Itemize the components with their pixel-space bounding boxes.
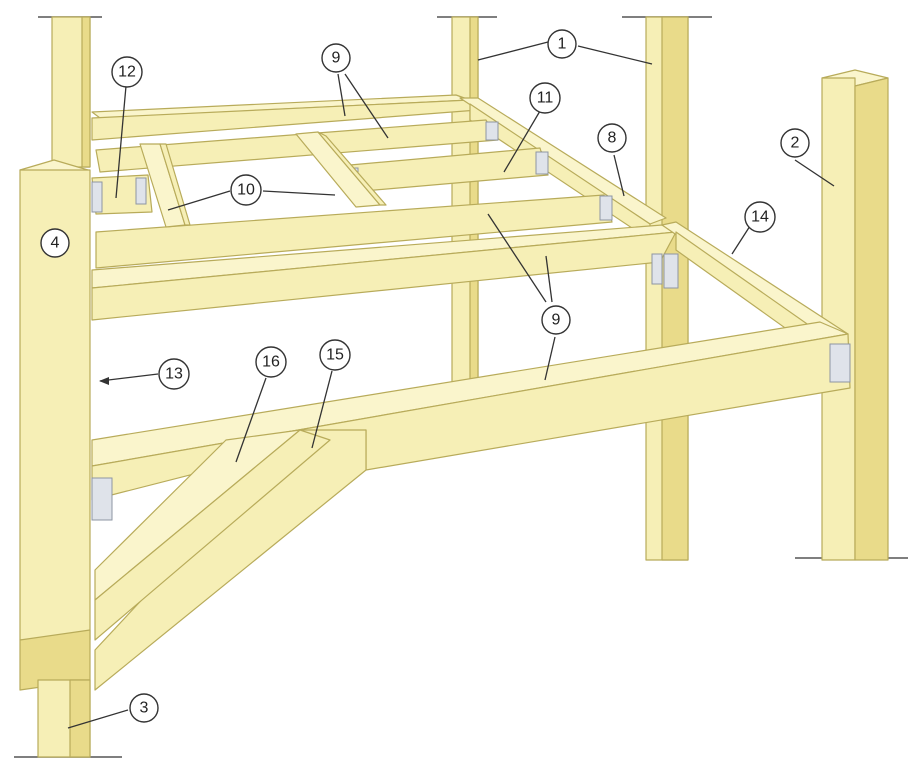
callout-11: 11 [529,82,561,114]
joist-12 [91,174,153,215]
svg-text:15: 15 [326,347,344,364]
joist-11 [349,147,549,193]
svg-text:9: 9 [332,50,341,67]
callout-15: 15 [319,339,351,371]
front-right-post [821,69,889,561]
callout-9-top: 9 [321,43,351,73]
joist-9-inner [95,119,499,173]
callout-10: 10 [230,174,262,206]
callout-14: 14 [744,201,776,233]
svg-text:3: 3 [140,700,149,717]
callout-9-bottom: 9 [541,305,571,335]
leader-lines [67,41,835,729]
svg-text:2: 2 [791,135,800,152]
callout-3: 3 [129,693,159,723]
svg-text:1: 1 [558,36,567,53]
svg-text:16: 16 [262,354,280,371]
lower-left-post [37,679,91,758]
back-post-center [451,16,479,383]
svg-text:14: 14 [751,209,769,226]
svg-text:13: 13 [165,366,183,383]
callout-1: 1 [547,29,577,59]
brace-16 [94,429,331,641]
callout-12: 12 [111,56,143,88]
joist-10-left [139,143,191,228]
callout-13: 13 [158,358,190,390]
svg-text:9: 9 [552,312,561,329]
front-top-beam [91,224,679,321]
back-post-right [645,16,689,561]
brace-15 [94,429,367,691]
callout-4: 4 [40,228,70,258]
svg-text:11: 11 [537,90,554,107]
cross-beam-9-front-joist [95,194,613,269]
svg-text:12: 12 [118,64,136,81]
back-post-left [51,16,91,168]
svg-text:4: 4 [51,235,60,252]
callout-8: 8 [597,123,627,153]
svg-text:10: 10 [237,182,255,199]
joist-10-right [295,131,387,208]
callout-2: 2 [780,128,810,158]
svg-text:8: 8 [608,130,617,147]
callout-16: 16 [255,346,287,378]
